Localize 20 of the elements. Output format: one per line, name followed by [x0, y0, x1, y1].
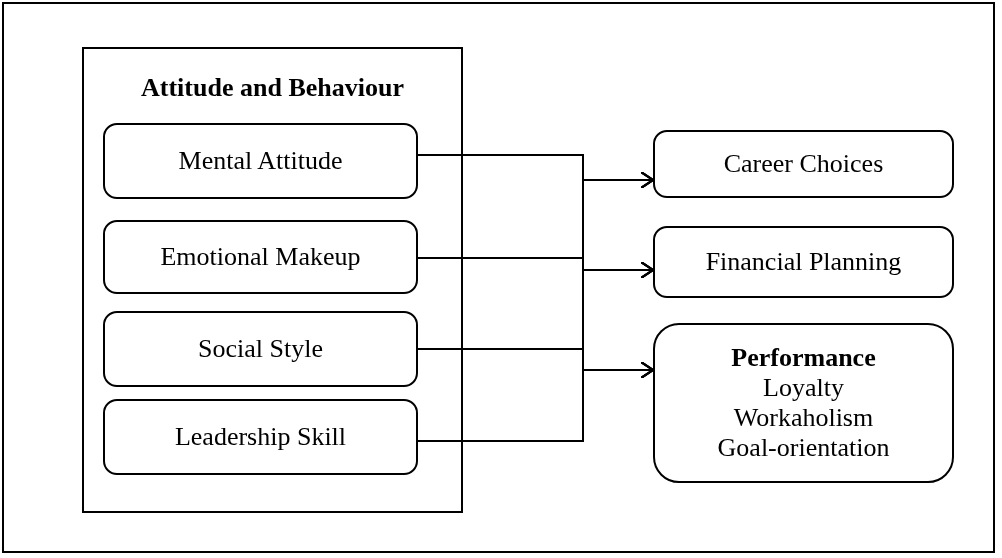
- label: Loyalty: [763, 373, 844, 403]
- label: Financial Planning: [705, 247, 902, 277]
- heading: Performance: [731, 343, 876, 374]
- label: Leadership Skill: [174, 422, 347, 452]
- group-box: [82, 47, 463, 513]
- process-box: [653, 130, 954, 198]
- heading: Attitude and Behaviour: [140, 73, 405, 103]
- process-box: [103, 311, 418, 387]
- label: Goal-orientation: [717, 432, 890, 463]
- process-box: [103, 220, 418, 294]
- label: Social Style: [198, 334, 323, 364]
- label: Mental Attitude: [178, 146, 343, 176]
- connector-arrow: [417, 361, 654, 442]
- process-box: [103, 123, 418, 199]
- label: Workaholism: [733, 403, 874, 433]
- label: Career Choices: [723, 149, 884, 179]
- process-box: [653, 226, 954, 298]
- process-box: [103, 399, 418, 475]
- process-box: [653, 323, 954, 483]
- label: Emotional Makeup: [160, 242, 361, 272]
